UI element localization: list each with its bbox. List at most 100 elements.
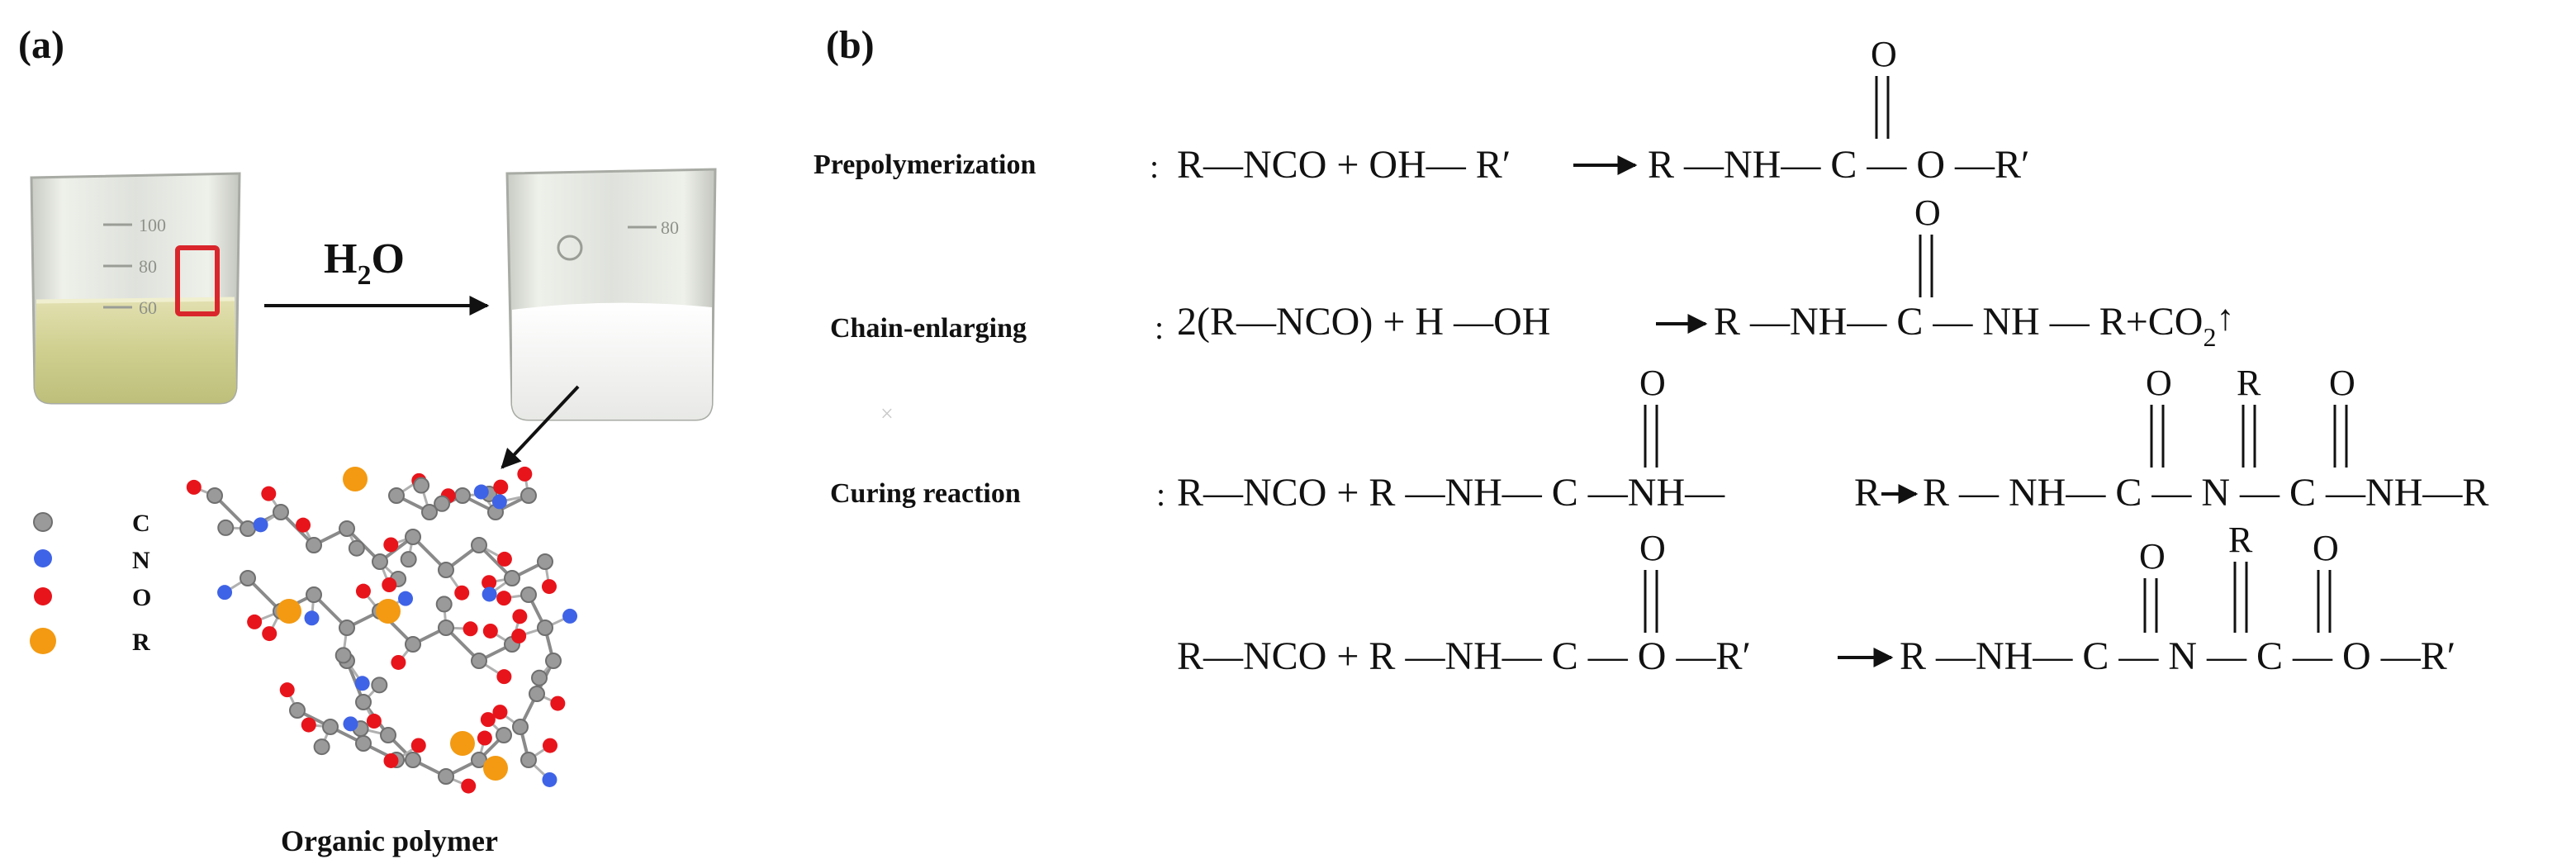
curing-name: Curing reaction	[830, 478, 1021, 509]
row-curing-reaction-2: R—NCO + R —NH— C — O —R′ R —NH— C — N — …	[1177, 520, 2455, 678]
chain-name: Chain-enlarging	[830, 313, 1027, 344]
co2-subscript: 2	[2203, 322, 2216, 352]
polymer-structure	[186, 466, 578, 794]
polymer-atom-c	[405, 636, 421, 653]
polymer-atom-n	[398, 591, 414, 606]
row-curing-reaction: Curing reaction : R—NCO + R —NH— C —NH— …	[830, 363, 2488, 515]
polymer-atom-c	[355, 694, 372, 710]
legend-r-label: R	[132, 629, 150, 656]
polymer-atom-c	[435, 596, 453, 613]
curing-reactant-2: R	[1854, 471, 1881, 515]
polymer-atom-r	[483, 756, 508, 781]
polymer-atom-c	[520, 586, 537, 603]
atom-legend: C N O R	[30, 510, 151, 656]
polymer-atom-c	[520, 752, 537, 768]
polymer-atom-o	[496, 669, 512, 685]
curing-reactant-1: R—NCO + R —NH— C —NH—	[1177, 471, 1725, 515]
polymer-atom-r	[343, 467, 368, 491]
polymer-atom-o	[512, 609, 528, 624]
polymer-atom-n	[217, 585, 233, 601]
arrow-to-polymer	[500, 385, 580, 469]
reagent-h: H	[324, 235, 357, 282]
polymer-atom-c	[334, 647, 352, 664]
polymer-atom-c	[371, 676, 388, 694]
curing-carbonyl-o-1: O	[1639, 363, 1666, 403]
polymer-atom-o	[366, 714, 382, 729]
polymer-atom-n	[253, 517, 268, 533]
curing2-product: R —NH— C — N — C — O —R′	[1900, 634, 2455, 678]
polymer-atom-o	[482, 575, 497, 591]
polymer-atom-c	[206, 487, 223, 504]
polymer-atom-o	[383, 752, 399, 768]
polymer-atom-c	[306, 537, 322, 553]
legend-r-swatch	[30, 628, 56, 654]
curing-n-substituent: R	[2237, 363, 2261, 403]
polymer-atom-c	[240, 520, 256, 537]
polymer-atom-r	[450, 731, 475, 756]
row-chain-enlarging: Chain-enlarging : 2(R—NCO) + H —OH R —NH…	[830, 192, 2234, 352]
polymer-atom-o	[410, 738, 426, 753]
polymer-atom-c	[531, 669, 548, 686]
polymer-atom-o	[296, 517, 311, 533]
legend-c-swatch	[33, 512, 53, 532]
curing-carbonyl-o-3: O	[2329, 363, 2355, 403]
polymer-atom-o	[463, 621, 478, 637]
polymer-atom-c	[339, 520, 355, 537]
polymer-atom-c	[355, 735, 372, 752]
curing-colon: :	[1156, 476, 1165, 513]
legend-o-label: O	[132, 584, 151, 611]
polymer-atom-c	[471, 537, 487, 553]
curing2-carbonyl-o-3: O	[2313, 528, 2339, 568]
legend-n-swatch	[34, 549, 52, 567]
polymer-atom-o	[541, 579, 557, 595]
prepoly-colon: :	[1150, 148, 1159, 185]
curing2-carbonyl-o-2: O	[2139, 536, 2166, 577]
beaker-mark-100: 100	[139, 215, 166, 235]
polymer-atom-c	[434, 495, 451, 512]
polymer-atom-c	[306, 586, 322, 603]
polymer-atom-c	[545, 653, 562, 669]
polymer-atom-c	[405, 752, 421, 768]
polymer-atom-o	[391, 654, 406, 670]
reagent-subscript: 2	[357, 260, 371, 291]
polymer-atom-o	[355, 583, 371, 599]
polymer-atom-o	[454, 585, 470, 601]
curing-carbonyl-o-2: O	[2146, 363, 2172, 403]
polymer-atom-c	[537, 553, 553, 570]
gas-arrow: ↑	[2216, 297, 2234, 338]
polymer-atom-n	[304, 610, 320, 626]
polymer-atom-o	[482, 623, 498, 639]
polymer-atom-o	[480, 712, 496, 728]
polymer-atom-c	[372, 553, 388, 570]
polymer-atom-o	[542, 738, 557, 753]
polymer-atom-r	[376, 599, 401, 624]
polymer-atom-o	[262, 626, 278, 642]
polymer-atom-o	[496, 591, 512, 606]
polymer-atom-c	[388, 487, 405, 504]
polymer-atom-o	[550, 695, 566, 711]
polymer-atom-c	[339, 620, 355, 636]
polymer-atom-n	[562, 608, 578, 624]
polymer-atom-n	[354, 676, 370, 691]
polymer-atom-c	[348, 539, 365, 557]
polymer-atom-c	[438, 562, 454, 578]
prepoly-reactant: R—NCO + OH— R′	[1177, 143, 1511, 187]
polymer-atom-c	[504, 570, 520, 586]
polymer-atom-o	[383, 537, 399, 553]
polymer-atom-c	[217, 519, 235, 536]
polymer-atom-c	[405, 529, 421, 545]
curing-product: R — NH— C — N — C —NH—R	[1923, 471, 2488, 515]
polymer-caption: Organic polymer	[281, 824, 498, 857]
polymer-atom-o	[517, 466, 533, 482]
polymer-atom-o	[301, 717, 316, 733]
polymer-atom-r	[277, 599, 301, 624]
beaker-mark-80: 80	[139, 256, 157, 277]
polymer-atom-n	[482, 586, 497, 602]
beaker-mark-80-right: 80	[661, 217, 679, 238]
polymer-atom-c	[313, 738, 330, 756]
polymer-atom-c	[471, 653, 487, 669]
polymer-atom-o	[261, 486, 277, 501]
polymer-atom-o	[492, 705, 508, 720]
polymer-atom-c	[438, 620, 454, 636]
